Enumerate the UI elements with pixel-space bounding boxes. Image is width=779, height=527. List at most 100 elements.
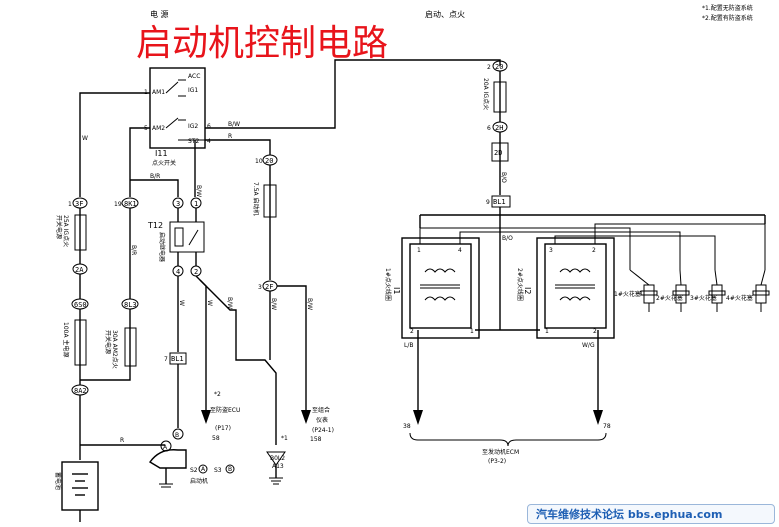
coil-2-pin-1: 1	[545, 328, 549, 335]
pin-3: 3	[258, 284, 262, 291]
connector-3f-label: 3F	[75, 200, 83, 208]
connector-3-label: 3	[176, 200, 180, 208]
wire-label-br: B/R	[150, 173, 160, 180]
starter-a-label: A	[163, 444, 168, 451]
wire-label-bo: B/O	[500, 172, 507, 183]
wire-to-ground	[199, 279, 277, 445]
connector-4-label: 4	[176, 268, 180, 276]
fuse-7-5a-label: 7.5A 启动机	[252, 182, 260, 216]
starter-terminal-b	[172, 428, 184, 440]
connector-7bl1-label: BL1	[171, 355, 184, 363]
star-1: *1	[281, 435, 288, 442]
wire-label-w-relay: W	[178, 300, 185, 306]
meter-ref: (P24-1)	[312, 427, 334, 434]
pin-2c: 2	[487, 64, 491, 71]
fuse-20a	[493, 81, 507, 113]
ecm-brace	[409, 432, 607, 447]
wire-label-wb: B/W	[226, 297, 233, 309]
wire-label-br-v: B/R	[130, 245, 137, 255]
spark-plug-1	[640, 284, 658, 312]
arrow-ecu	[201, 410, 211, 424]
wire-label-bo-2: B/O	[502, 235, 513, 242]
coil-1-pin-1b: 1	[470, 328, 474, 335]
fuse-100a-label: 100A 主电源	[62, 322, 70, 357]
meter-label-2: 仪表	[316, 416, 328, 424]
arrow-38	[413, 410, 423, 425]
switch-contact-2	[165, 117, 179, 129]
fuse-7-5a	[263, 184, 277, 218]
ecm-pin-78: 78	[603, 423, 611, 430]
switch-pin-4: 4	[207, 138, 211, 145]
ignition-header: 启动、点火	[425, 9, 465, 19]
arrow-78	[593, 410, 603, 425]
ecm-label: 至发动机ECM	[482, 448, 519, 456]
meter-pin: 158	[310, 436, 322, 443]
spark-plug-4	[752, 284, 770, 312]
starter-name: 启动机	[190, 477, 208, 485]
connector-2f-label: 2F	[265, 283, 273, 291]
switch-st2: ST2	[188, 138, 199, 145]
connector-8l3-label: 8L3	[124, 301, 137, 309]
ignition-coil-2	[536, 237, 615, 339]
coil-1-name: 1#点火线圈	[384, 268, 392, 301]
coil-1-pin-1: 1	[417, 247, 421, 254]
wire-label-bw-relay: B/W	[195, 185, 202, 197]
fuse-30a-label: 30A AM2点火	[111, 330, 119, 369]
wire-to-ecu	[195, 275, 207, 410]
wire-label-lb: L/B	[404, 342, 413, 349]
diagram-title: 启动机控制电路	[136, 23, 388, 64]
spark-plug-3-label: 3#火花塞	[690, 294, 717, 302]
watermark-bar: 汽车维修技术论坛 bbs.ephua.com	[527, 504, 775, 524]
connector-20-label: 20	[265, 157, 273, 165]
pin-9: 9	[486, 199, 490, 206]
switch-contact-1	[165, 81, 179, 94]
relay-coil	[174, 227, 184, 247]
coil-1-code: I1	[392, 287, 401, 294]
connector-2-label: 2	[194, 268, 198, 276]
coil-2-pin-2b: 2	[593, 328, 597, 335]
watermark-text: 汽车维修技术论坛 bbs.ephua.com	[536, 508, 723, 521]
pin-10: 10	[255, 158, 263, 165]
wire-label-r-starter: R	[120, 437, 124, 444]
coil-2-code: I2	[523, 287, 532, 294]
meter-label: 至组合	[312, 406, 330, 414]
wire-am1	[79, 92, 150, 197]
ground-code-b: A13	[272, 463, 284, 470]
switch-ig2: IG2	[188, 123, 198, 130]
starter-s2-a: A	[201, 466, 206, 473]
fuse-25a-label: 25A IG点火	[62, 215, 70, 247]
switch-am2: AM2	[152, 125, 165, 132]
connector-1-label: 1	[194, 200, 198, 208]
connector-20b-label: 20	[495, 63, 503, 71]
wire-st2-r	[205, 139, 271, 155]
coil-2-pin-2: 2	[592, 247, 596, 254]
switch-acc: ACC	[188, 73, 200, 80]
coil-1-primary	[424, 268, 456, 273]
ecu-label: 至防盗ECU	[210, 406, 240, 414]
ignition-coil-1	[401, 237, 480, 339]
battery	[61, 461, 99, 511]
wire-label-w-ecu: W	[206, 300, 213, 306]
connector-2h-label: 2H	[495, 124, 503, 132]
coil-1-pin-2: 2	[410, 328, 414, 335]
ground-code: B0L2	[270, 455, 285, 462]
fuse-20a-label: 20A IG点火	[482, 78, 490, 110]
pin-1a: 1	[68, 201, 72, 208]
battery-name: 蓄电池	[54, 472, 62, 490]
pin-7: 7	[164, 356, 168, 363]
ecm-pin-38: 38	[403, 423, 411, 430]
fuse-25a-label2: 开关电源	[55, 215, 63, 239]
coil-1-pin-4: 4	[458, 247, 462, 254]
arrow-meter	[301, 410, 311, 424]
starter-body	[148, 449, 187, 469]
connector-6s0-label: 6S0	[74, 301, 87, 309]
fuse-30a-label2: 开关电源	[104, 330, 112, 354]
connector-2a-label: 2A	[75, 266, 84, 274]
connector-8k1-label: 8K1	[124, 200, 137, 208]
pin-6: 6	[487, 125, 491, 132]
wire-am2	[129, 127, 150, 197]
starter-s3: S3	[214, 467, 222, 474]
wire-label-bw: B/W	[228, 121, 240, 128]
starter-b-label: B	[175, 432, 179, 439]
